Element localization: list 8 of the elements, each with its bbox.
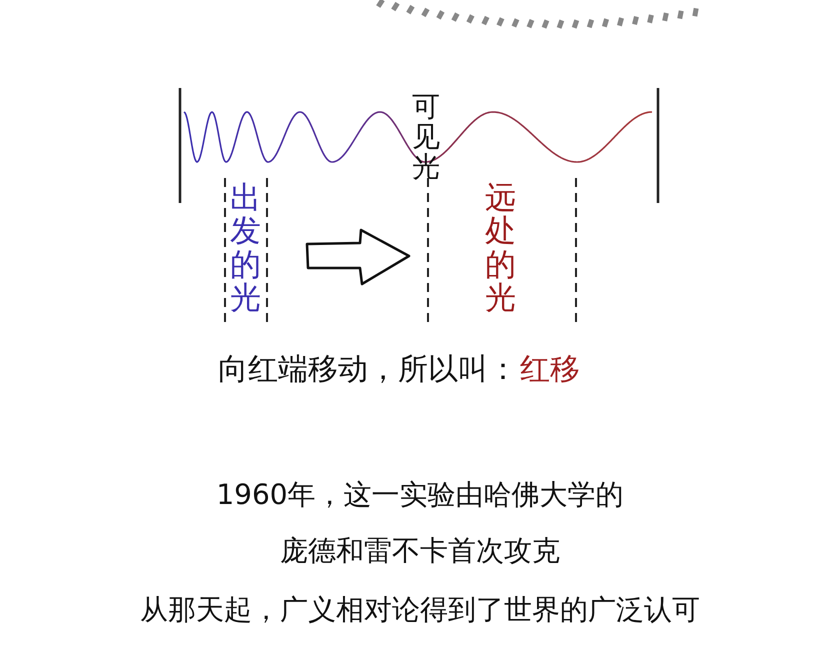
wave-label: 远处的光	[485, 182, 517, 316]
wave-label: 出发的光	[230, 182, 262, 316]
wave-label: 可见光	[412, 92, 441, 183]
highlight-text: 红移	[520, 355, 580, 385]
body-text: 从那天起，广义相对论得到了世界的广泛认可	[140, 596, 700, 624]
caption-text: 向红端移动，所以叫：	[218, 355, 518, 385]
body-text: 1960年，这一实验由哈佛大学的	[216, 481, 624, 509]
body-text: 庞德和雷不卡首次攻克	[280, 537, 560, 565]
